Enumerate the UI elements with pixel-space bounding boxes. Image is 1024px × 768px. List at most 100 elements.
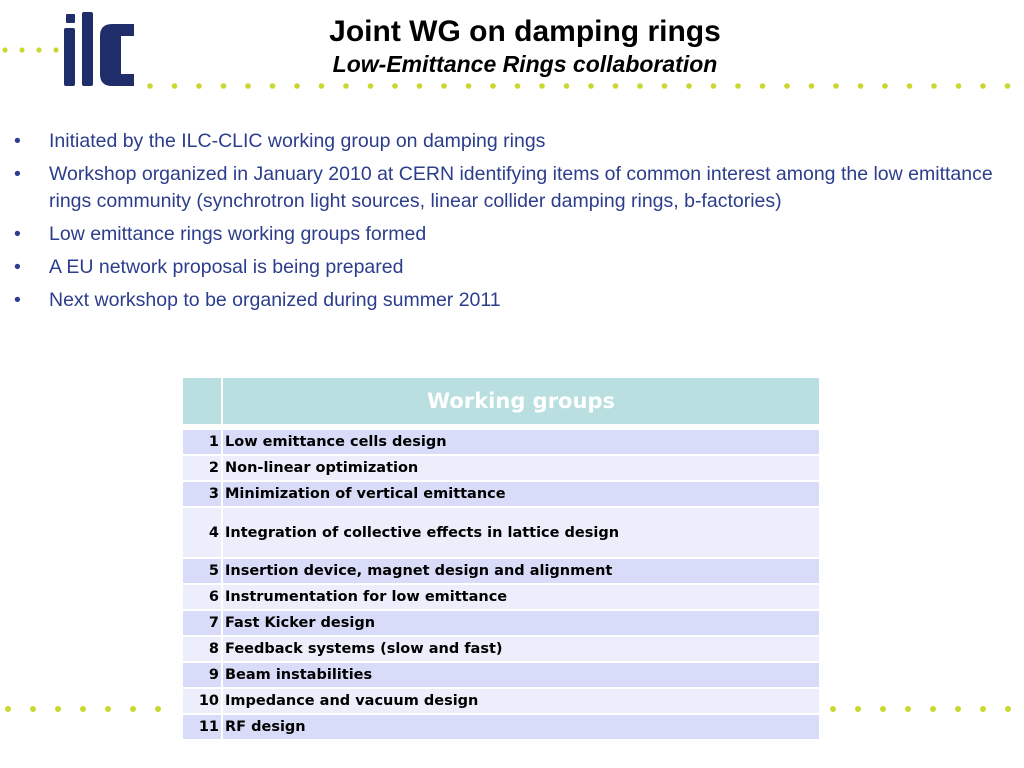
decorative-dot <box>612 83 619 89</box>
bullet-item: •Initiated by the ILC-CLIC working group… <box>0 128 1024 155</box>
row-number: 11 <box>181 713 223 741</box>
decorative-dot <box>294 83 300 89</box>
decorative-dot <box>637 83 643 89</box>
decorative-dot <box>147 83 153 89</box>
row-label: Integration of collective effects in lat… <box>221 506 821 559</box>
decorative-dot <box>930 706 936 712</box>
decorative-dot <box>955 706 961 712</box>
decorative-dot <box>514 83 521 89</box>
decorative-dot <box>833 83 839 89</box>
decorative-dot <box>19 47 25 53</box>
decorative-dot <box>441 83 447 89</box>
decorative-dot <box>465 83 472 89</box>
bullet-icon: • <box>14 130 21 152</box>
decorative-dot <box>855 706 861 712</box>
row-number: 10 <box>181 687 223 715</box>
page-subtitle: Low-Emittance Rings collaboration <box>332 51 718 77</box>
decorative-dot <box>105 706 111 712</box>
bullet-item: • A EU network proposal is being prepared <box>0 254 1024 281</box>
decorative-dot <box>245 83 251 89</box>
decorative-dots-bottom <box>5 706 1011 712</box>
bullet-list: •Initiated by the ILC-CLIC working group… <box>0 128 1024 320</box>
row-label: Beam instabilities <box>221 661 821 689</box>
decorative-dot <box>490 83 496 89</box>
decorative-dot <box>808 83 815 89</box>
row-number: 6 <box>181 583 223 611</box>
decorative-dot <box>1005 706 1011 712</box>
row-number: 2 <box>181 454 223 482</box>
decorative-dots-top <box>2 47 1011 89</box>
decorative-dot <box>661 83 668 89</box>
decorative-dot <box>5 706 11 712</box>
ilc-logo <box>64 12 134 86</box>
decorative-dot <box>392 83 398 89</box>
decorative-dot <box>155 706 161 712</box>
decorative-dot <box>588 83 594 89</box>
row-number: 1 <box>181 428 223 456</box>
decorative-dot <box>1004 83 1011 89</box>
decorative-dot <box>857 83 864 89</box>
decorative-dot <box>53 47 59 53</box>
decorative-dot <box>710 83 717 89</box>
row-number: 9 <box>181 661 223 689</box>
row-label: Low emittance cells design <box>221 428 821 456</box>
bullet-icon: • <box>14 255 21 278</box>
row-label: Instrumentation for low emittance <box>221 583 821 611</box>
decorative-dot <box>55 706 61 712</box>
decorative-dot <box>735 83 741 89</box>
table-header-title: Working groups <box>221 376 821 426</box>
decorative-dot <box>80 706 86 712</box>
decorative-dot <box>759 83 766 89</box>
decorative-dot <box>30 706 36 712</box>
decorative-dot <box>36 47 42 53</box>
bullet-item: • Low emittance rings working groups form… <box>0 221 1024 248</box>
decorative-dot <box>882 83 888 89</box>
page-title: Joint WG on damping rings <box>329 15 721 48</box>
row-label: Impedance and vacuum design <box>221 687 821 715</box>
bullet-text: A EU network proposal is being prepared <box>49 255 404 278</box>
row-number: 7 <box>181 609 223 637</box>
row-label: Non-linear optimization <box>221 454 821 482</box>
decorative-dot <box>931 83 937 89</box>
decorative-dot <box>367 83 374 89</box>
decorative-dot <box>269 83 276 89</box>
row-label: RF design <box>221 713 821 741</box>
decorative-dot <box>130 706 136 712</box>
bullet-text: Low emittance rings working groups forme… <box>49 222 427 245</box>
decorative-dot <box>980 83 986 89</box>
bullet-text: Workshop organized in January 2010 at CE… <box>49 163 993 212</box>
decorative-dot <box>980 706 986 712</box>
row-number: 4 <box>181 506 223 559</box>
row-label: Feedback systems (slow and fast) <box>221 635 821 663</box>
bullet-text: Next workshop to be organized during sum… <box>49 288 501 311</box>
bullet-icon: • <box>14 222 21 245</box>
bullet-icon: • <box>14 163 21 185</box>
table-spacer <box>181 424 821 430</box>
row-label: Insertion device, magnet design and alig… <box>221 557 821 585</box>
decorative-dot <box>906 83 913 89</box>
decorative-dot <box>784 83 790 89</box>
decorative-dot <box>563 83 570 89</box>
decorative-dot <box>880 706 886 712</box>
row-number: 8 <box>181 635 223 663</box>
decorative-dot <box>343 83 349 89</box>
bullet-icon: • <box>14 288 21 311</box>
table-header-num-cell <box>181 376 223 426</box>
bullet-item: • Workshop organized in January 2010 at C… <box>0 161 1024 214</box>
bullet-item: • Next workshop to be organized during su… <box>0 287 1024 314</box>
title-block: Joint WG on damping rings Low-Emittance … <box>240 14 810 78</box>
decorative-dot <box>196 83 202 89</box>
row-label: Fast Kicker design <box>221 609 821 637</box>
decorative-dot <box>830 706 836 712</box>
table-header-row: Working groups <box>181 376 821 426</box>
